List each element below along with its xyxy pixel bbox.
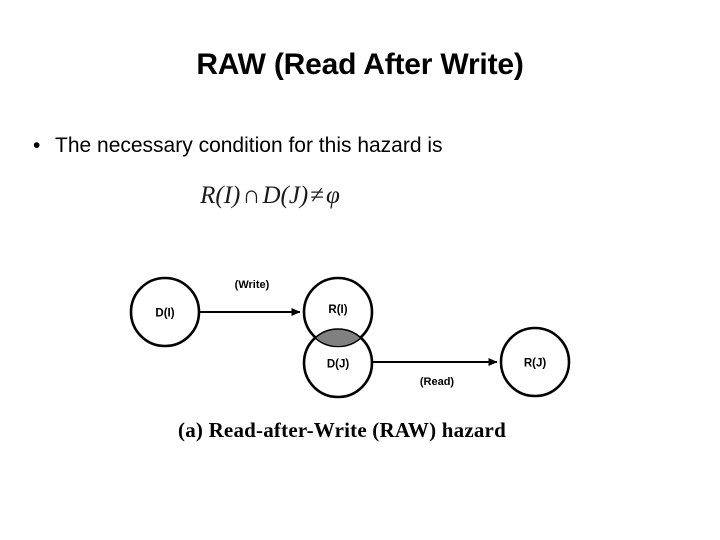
page-title: RAW (Read After Write)	[196, 48, 524, 81]
bullet-list-item: • The necessary condition for this hazar…	[33, 133, 683, 159]
raw-hazard-diagram: (Write) (Read) D(I) D(J) R(I)	[129, 276, 571, 399]
bullet-text: The necessary condition for this hazard …	[55, 134, 443, 157]
intersection-lens	[304, 328, 372, 346]
formula-expression: R(I)∩D(J)≠φ	[0, 182, 720, 210]
node-r-j-label: R(J)	[524, 358, 547, 370]
intersection-region	[304, 328, 372, 346]
node-d-i-label: D(I)	[155, 308, 174, 320]
node-r-i-label: R(I)	[328, 304, 347, 316]
empty-set-symbol: φ	[326, 182, 340, 209]
node-d-j-label: D(J)	[327, 359, 350, 371]
raw-hazard-figure: (Write) (Read) D(I) D(J) R(I)	[0, 255, 720, 470]
node-r-j[interactable]: R(J)	[499, 326, 571, 398]
node-d-i-circle[interactable]	[129, 276, 201, 348]
node-r-j-circle[interactable]	[499, 326, 571, 398]
formula-right-set: D(J)	[262, 182, 309, 209]
write-edge: (Write)	[200, 279, 301, 316]
read-edge: (Read)	[373, 358, 498, 388]
not-equal-symbol: ≠	[310, 182, 324, 209]
write-edge-label: (Write)	[235, 279, 270, 291]
figure-caption: (a) Read-after-Write (RAW) hazard	[178, 418, 506, 442]
intersection-symbol: ∩	[242, 182, 261, 209]
node-d-i[interactable]: D(I)	[129, 276, 201, 348]
formula-left-set: R(I)	[200, 182, 241, 209]
read-edge-label: (Read)	[420, 376, 455, 388]
bullet-marker-icon: •	[33, 134, 41, 157]
